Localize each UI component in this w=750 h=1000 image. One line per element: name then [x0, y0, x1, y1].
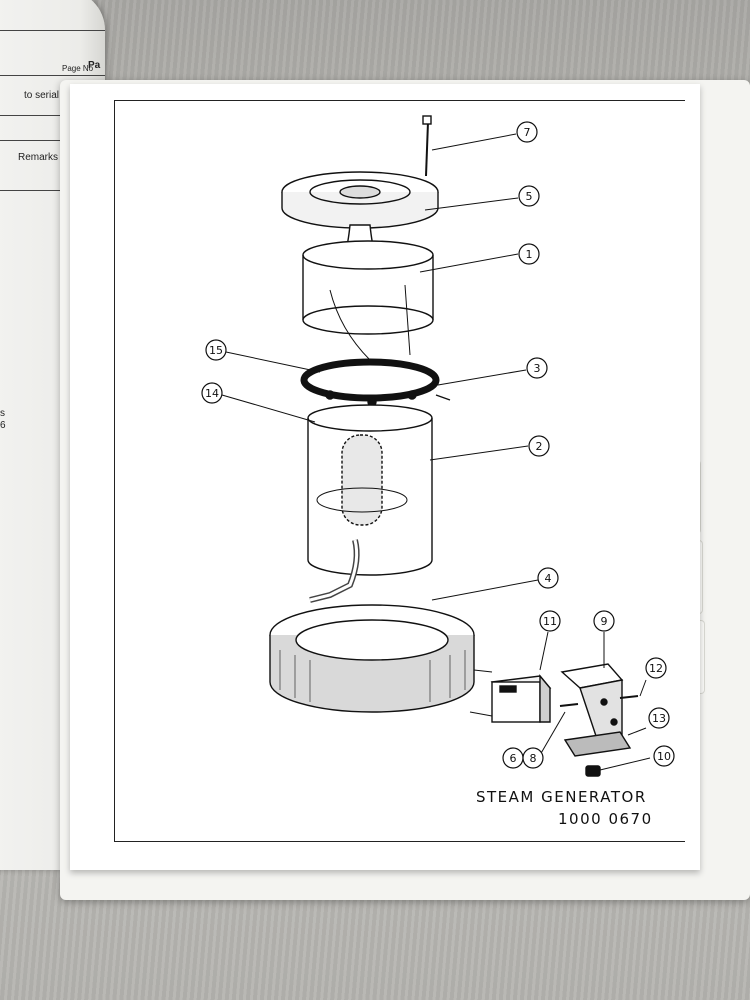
callout-label: 14	[205, 387, 219, 400]
callout-1	[518, 243, 540, 265]
callout-2	[528, 435, 550, 457]
callout-label: 6	[510, 752, 517, 765]
callout-7	[516, 121, 538, 143]
form-rule	[0, 30, 105, 31]
callout-9	[593, 610, 615, 632]
callout-label: 11	[543, 615, 557, 628]
margin-text: 6	[0, 420, 6, 431]
page-frame	[114, 100, 685, 842]
callout-label: 7	[524, 126, 531, 139]
callout-label: 4	[545, 572, 552, 585]
callout-14	[201, 382, 223, 404]
callout-label: 5	[526, 190, 533, 203]
callout-5	[518, 185, 540, 207]
callout-label: 10	[657, 750, 671, 763]
form-rule	[0, 140, 105, 141]
form-label: Remarks	[18, 152, 59, 163]
callout-label: 3	[534, 362, 541, 375]
callout-4	[537, 567, 559, 589]
callout-label: 2	[536, 440, 543, 453]
callout-3	[526, 357, 548, 379]
callout-8	[522, 747, 544, 769]
callout-label: 13	[652, 712, 666, 725]
form-label: Page No	[62, 64, 94, 73]
callout-12	[645, 657, 667, 679]
callout-11	[539, 610, 561, 632]
callout-label: 9	[601, 615, 608, 628]
form-rule	[0, 115, 105, 116]
drawing-title: STEAM GENERATOR	[476, 788, 647, 806]
form-rule	[0, 75, 105, 76]
callout-label: 1	[526, 248, 533, 261]
callout-10	[653, 745, 675, 767]
form-label: to serial no:	[24, 90, 76, 101]
margin-text: s	[0, 408, 5, 419]
callout-13	[648, 707, 670, 729]
form-label: Pa	[88, 60, 101, 71]
callout-15	[205, 339, 227, 361]
drawing-part-number: 1000 0670	[558, 810, 653, 828]
form-rule	[0, 190, 105, 191]
callout-label: 15	[209, 344, 223, 357]
callout-label: 8	[530, 752, 537, 765]
callout-label: 12	[649, 662, 663, 675]
